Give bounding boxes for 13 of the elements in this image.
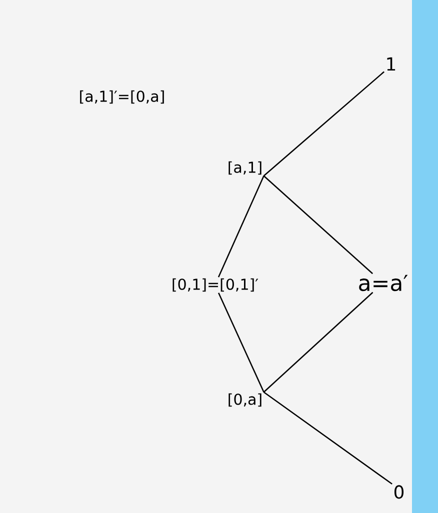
line: [263, 71, 384, 176]
line: [263, 392, 392, 485]
vertex-label: 0: [394, 485, 404, 499]
line: [218, 176, 264, 278]
line: [218, 292, 264, 392]
vertex-label: 1: [387, 57, 396, 71]
line: [263, 292, 374, 393]
line: [263, 175, 373, 274]
vertex-label: [0,a]: [228, 393, 262, 407]
vertex-label: a=a′: [359, 274, 408, 292]
equation-label: [a,1]′=[0,a]: [80, 90, 164, 104]
vertex-label: [0,1]=[0,1]′: [172, 278, 258, 292]
vertex-label: [a,1]: [228, 161, 262, 175]
